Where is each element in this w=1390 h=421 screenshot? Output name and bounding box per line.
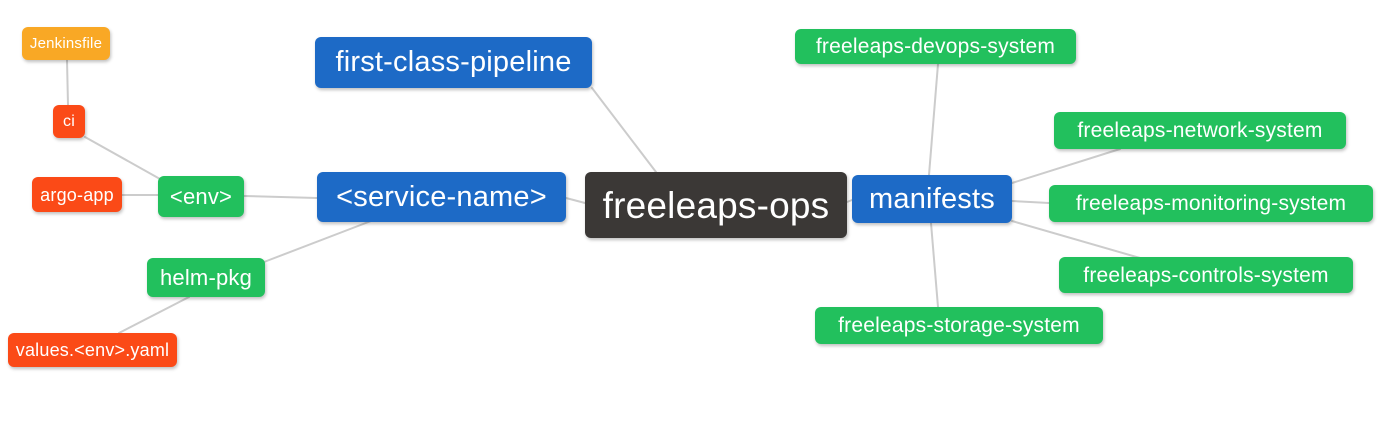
node-argo-app[interactable]: argo-app [32, 177, 122, 212]
node-label: freeleaps-network-system [1077, 119, 1323, 142]
node-helm-pkg[interactable]: helm-pkg [147, 258, 265, 297]
edge-values-env-yaml-to-helm-pkg [118, 296, 190, 334]
edge-manifests-to-freeleaps-devops-system [928, 63, 939, 176]
node-label: manifests [869, 182, 995, 215]
edge-manifests-to-freeleaps-monitoring-system [1011, 200, 1050, 204]
node-label: argo-app [40, 184, 114, 205]
edge-ci-to-env [84, 136, 161, 180]
node-label: Jenkinsfile [29, 35, 103, 52]
node-label: freeleaps-ops [602, 184, 830, 226]
node-jenkinsfile[interactable]: Jenkinsfile [22, 27, 110, 60]
node-label: ci [63, 112, 75, 130]
node-ci[interactable]: ci [53, 105, 85, 138]
node-freeleaps-network-system[interactable]: freeleaps-network-system [1054, 112, 1346, 149]
node-label: <env> [169, 183, 233, 209]
node-env[interactable]: <env> [158, 176, 244, 217]
node-label: freeleaps-devops-system [815, 35, 1056, 58]
node-label: freeleaps-controls-system [1083, 263, 1329, 287]
edge-jenkinsfile-to-ci [66, 59, 69, 106]
edge-env-to-service-name [243, 195, 318, 199]
edge-service-name-to-freeleaps-ops [565, 197, 586, 204]
edge-helm-pkg-to-service-name [263, 220, 372, 263]
node-label: helm-pkg [159, 264, 253, 290]
node-freeleaps-monitoring-system[interactable]: freeleaps-monitoring-system [1049, 185, 1373, 222]
node-freeleaps-storage-system[interactable]: freeleaps-storage-system [815, 307, 1103, 344]
edge-manifests-to-freeleaps-storage-system [930, 222, 939, 308]
node-first-class-pipeline[interactable]: first-class-pipeline [315, 37, 592, 88]
node-freeleaps-controls-system[interactable]: freeleaps-controls-system [1059, 257, 1353, 293]
node-label: freeleaps-monitoring-system [1075, 192, 1347, 215]
node-label: values.<env>.yaml [15, 340, 170, 360]
node-values-env-yaml[interactable]: values.<env>.yaml [8, 333, 177, 367]
node-label: <service-name> [336, 180, 547, 213]
edge-first-class-pipeline-to-freeleaps-ops [591, 87, 657, 173]
node-label: freeleaps-storage-system [838, 314, 1080, 337]
node-manifests[interactable]: manifests [852, 175, 1012, 223]
node-freeleaps-devops-system[interactable]: freeleaps-devops-system [795, 29, 1076, 64]
edge-freeleaps-ops-to-manifests [846, 199, 853, 203]
edge-manifests-to-freeleaps-network-system [1011, 148, 1121, 184]
node-freeleaps-ops[interactable]: freeleaps-ops [585, 172, 847, 238]
node-service-name[interactable]: <service-name> [317, 172, 566, 222]
node-label: first-class-pipeline [335, 46, 572, 78]
edge-manifests-to-freeleaps-controls-system [1011, 220, 1141, 259]
